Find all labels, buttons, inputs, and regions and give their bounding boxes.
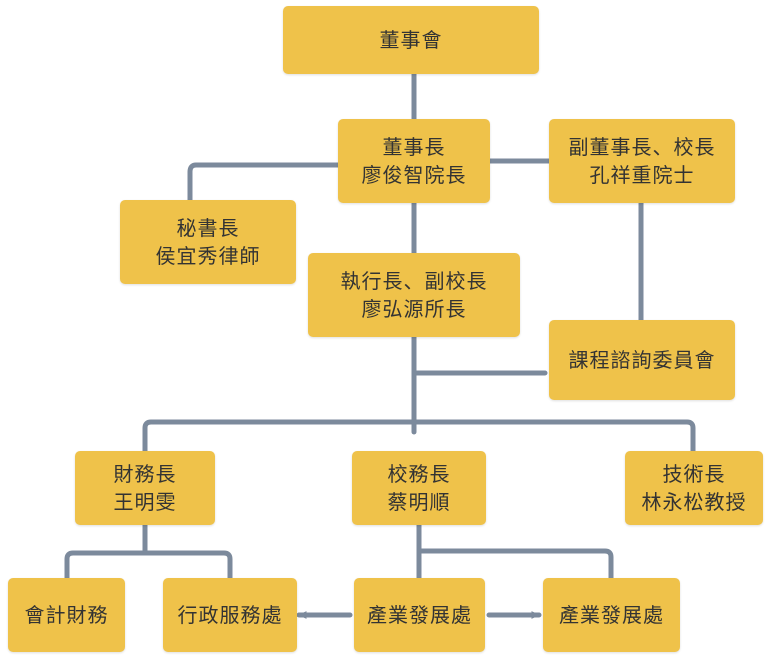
node-vice-chairman-line2: 孔祥重院士: [589, 163, 695, 187]
node-cto-line2: 林永松教授: [641, 490, 747, 514]
node-cfo-line1: 財務長: [113, 461, 177, 486]
node-provost[interactable]: 校務長 蔡明順: [352, 451, 486, 525]
node-industry-dev-2-line1: 產業發展處: [559, 602, 664, 627]
node-provost-line1: 校務長: [387, 461, 451, 486]
node-vice-chairman-line1: 副董事長、校長: [568, 134, 716, 159]
node-industry-dev-2[interactable]: 產業發展處: [543, 578, 680, 652]
edge-chairman-secretary-general: [187, 162, 341, 203]
node-accounting-line1: 會計財務: [24, 602, 109, 627]
node-secretary-general-line1: 秘書長: [176, 215, 240, 240]
node-executive-dean[interactable]: 執行長、副校長 廖弘源所長: [308, 253, 520, 337]
node-cfo-line2: 王明雯: [113, 490, 177, 514]
edge-distribution-bar-level3: [142, 419, 696, 454]
node-admin-service[interactable]: 行政服務處: [163, 578, 297, 652]
node-secretary-general-line2: 侯宜秀律師: [155, 244, 261, 268]
node-provost-line2: 蔡明順: [387, 490, 451, 514]
node-board-line1: 董事會: [379, 27, 443, 52]
node-executive-dean-line2: 廖弘源所長: [361, 297, 467, 321]
node-industry-dev-1-line1: 產業發展處: [367, 602, 472, 627]
node-accounting[interactable]: 會計財務: [8, 578, 125, 652]
node-cto-line1: 技術長: [662, 461, 726, 486]
node-chairman-line1: 董事長: [382, 134, 446, 159]
node-cto[interactable]: 技術長 林永松教授: [625, 451, 763, 525]
node-industry-dev-1[interactable]: 產業發展處: [354, 578, 485, 652]
node-board[interactable]: 董事會: [283, 6, 539, 74]
node-executive-dean-line1: 執行長、副校長: [340, 268, 488, 293]
node-secretary-general[interactable]: 秘書長 侯宜秀律師: [120, 200, 296, 284]
edge-provost-industry-dev-2: [416, 548, 614, 581]
node-curriculum-committee[interactable]: 課程諮詢委員會: [549, 320, 735, 400]
node-cfo[interactable]: 財務長 王明雯: [75, 451, 215, 525]
node-admin-service-line1: 行政服務處: [177, 602, 283, 627]
edge-cfo-bracket: [64, 550, 233, 581]
node-chairman[interactable]: 董事長 廖俊智院長: [338, 119, 490, 203]
node-vice-chairman[interactable]: 副董事長、校長 孔祥重院士: [549, 119, 735, 203]
node-curriculum-committee-line1: 課程諮詢委員會: [568, 347, 716, 372]
node-chairman-line2: 廖俊智院長: [361, 163, 467, 187]
